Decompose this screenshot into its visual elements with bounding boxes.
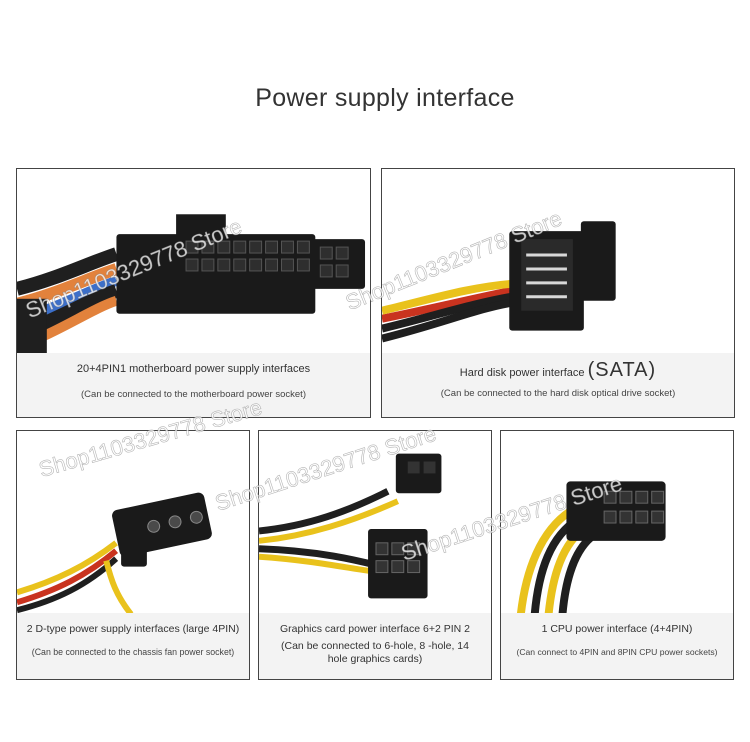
caption-subtitle: (Can be connected to the hard disk optic… [440,388,676,399]
motherboard-connector-image [17,169,370,355]
caption-subtitle: (Can be connected to the motherboard pow… [81,389,306,400]
panel-gpu-connector: Graphics card power interface 6+2 PIN 2 … [258,430,492,680]
panel-molex-connector: 2 D-type power supply interfaces (large … [16,430,250,680]
caption-title: Hard disk power interface [459,367,585,379]
caption: Graphics card power interface 6+2 PIN 2 … [259,613,491,679]
caption-title-suffix: (SATA) [587,359,657,381]
page-title: Power supply interface [255,84,515,112]
gpu-connector-image [259,431,491,615]
panel-motherboard-connector: 20+4PIN1 motherboard power supply interf… [16,168,371,418]
caption-subtitle: (Can be connected to 6-hole, 8 -hole, 14… [281,640,469,665]
sata-connector-image [382,169,734,355]
panel-cpu-connector: 1 CPU power interface (4+4PIN) (Can conn… [500,430,734,680]
caption-title: 1 CPU power interface (4+4PIN) [541,623,693,635]
caption-title: 2 D-type power supply interfaces (large … [26,623,240,635]
molex-connector-image [17,431,249,615]
caption: Hard disk power interface (SATA) (Can be… [382,353,734,417]
cpu-connector-image [501,431,733,615]
caption-title: Graphics card power interface 6+2 PIN 2 [280,623,470,635]
caption: 2 D-type power supply interfaces (large … [17,613,249,679]
panel-sata-connector: Hard disk power interface (SATA) (Can be… [381,168,735,418]
caption-title: 20+4PIN1 motherboard power supply interf… [76,363,311,375]
caption: 1 CPU power interface (4+4PIN) (Can conn… [501,613,733,679]
caption-subtitle: (Can be connected to the chassis fan pow… [31,647,235,657]
caption-subtitle: (Can connect to 4PIN and 8PIN CPU power … [516,647,718,657]
caption: 20+4PIN1 motherboard power supply interf… [17,353,370,417]
